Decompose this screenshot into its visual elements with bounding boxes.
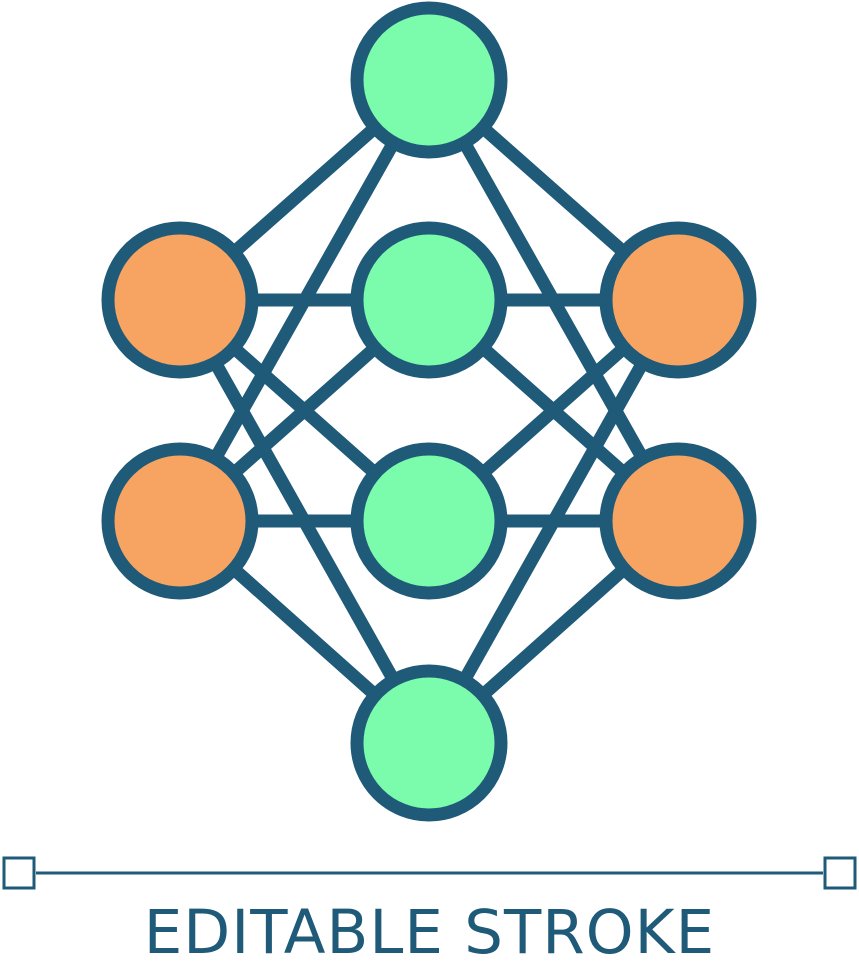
node-top — [350, 1, 508, 159]
node-right-upper — [599, 221, 757, 379]
node-center-upper — [350, 221, 508, 379]
guide-handle-right — [823, 856, 857, 890]
edge-group — [173, 73, 685, 750]
node-group — [101, 1, 757, 822]
node-left-lower — [101, 442, 259, 600]
editable-stroke-guide — [2, 856, 857, 890]
caption-label: EDITABLE STROKE — [143, 897, 716, 968]
node-left-upper — [101, 221, 259, 379]
guide-handle-left — [2, 856, 36, 890]
edge-right-upper-bottom — [422, 293, 685, 750]
node-right-lower — [599, 442, 757, 600]
edge-left-upper-bottom — [173, 293, 436, 750]
node-bottom — [350, 664, 508, 822]
node-center-lower — [350, 442, 508, 600]
